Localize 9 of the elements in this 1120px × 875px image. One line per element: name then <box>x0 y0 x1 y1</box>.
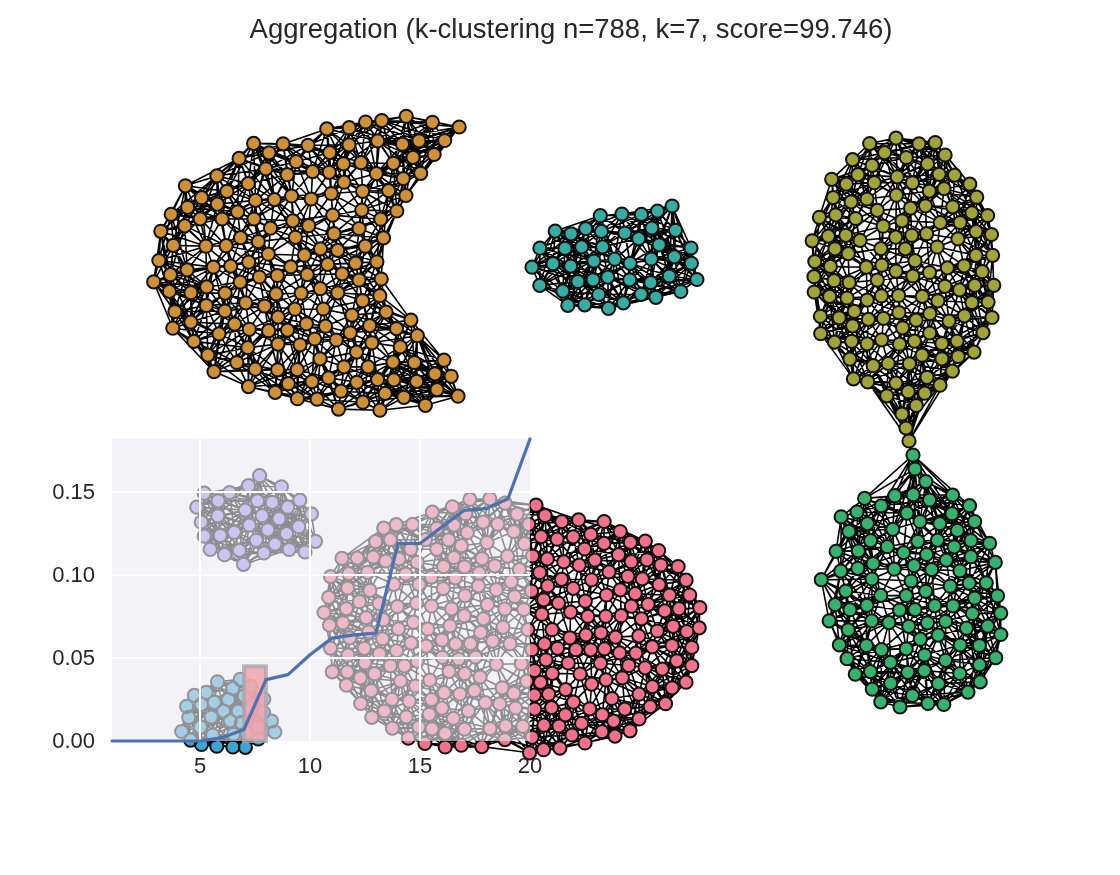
chart-title: Aggregation (k-clustering n=788, k=7, score=99.746) <box>249 15 893 43</box>
axis-tick-label: 20 <box>517 755 543 777</box>
axis-tick-label: 10 <box>297 755 323 777</box>
axis-tick-label: 0.15 <box>52 481 95 504</box>
axis-tick-label: 15 <box>407 755 433 777</box>
axis-tick-label: 0.00 <box>52 730 95 753</box>
axis-tick-label: 0.10 <box>52 564 95 587</box>
axis-tick-label: 0.05 <box>52 647 95 670</box>
axis-tick-label: 5 <box>193 755 207 777</box>
